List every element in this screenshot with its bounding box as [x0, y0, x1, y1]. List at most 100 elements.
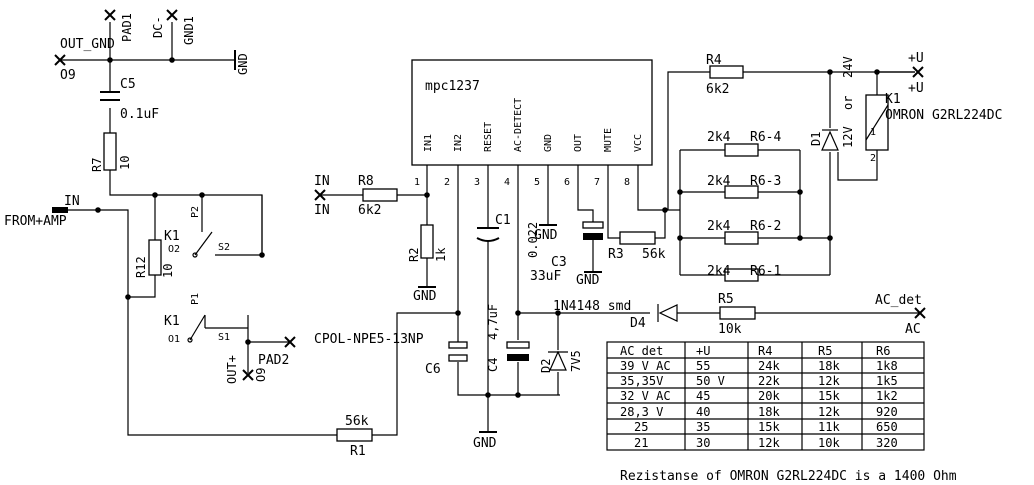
cross-marker-icon	[104, 9, 116, 21]
cross-marker-icon	[54, 54, 66, 66]
label-r6-1: R6-1	[750, 264, 781, 279]
junction-dot	[485, 392, 491, 398]
table-row-lines	[607, 357, 924, 435]
label-r1: R1	[350, 444, 366, 459]
ic-pin-name: AC-DETECT	[513, 98, 524, 152]
label-p1: P1	[190, 293, 201, 305]
label-r6-4: R6-4	[750, 130, 781, 145]
label-gnd-c3: GND	[576, 273, 600, 288]
label-r6-3: R6-3	[750, 174, 781, 189]
junctions	[95, 57, 880, 398]
cross-marker-icon	[166, 9, 178, 21]
label-dc-minus: DC-	[151, 16, 165, 38]
resistor-r2	[420, 224, 434, 259]
junction-dot	[169, 57, 175, 63]
resistor-value-table: AC_det +U R4 R5 R6 39 V AC 55 24k 18k 1k…	[606, 341, 925, 451]
table-cell: 24k	[758, 359, 780, 373]
table-cell: 10k	[818, 436, 840, 450]
label-c6: C6	[425, 362, 441, 377]
label-r8: R8	[358, 174, 374, 189]
label-relay-pin2: 2	[870, 153, 876, 164]
table-cell: 55	[696, 359, 710, 373]
label-r12: R12	[134, 256, 148, 278]
resistor-r6-2	[724, 231, 759, 245]
table-cell: 45	[696, 389, 710, 403]
junction-dot	[555, 310, 561, 316]
input-pad	[52, 207, 68, 213]
label-out-gnd: OUT_GND	[60, 37, 115, 52]
ic-pin-name: GND	[543, 134, 554, 152]
label-in-top: IN	[64, 194, 80, 209]
cross-marker-icon	[284, 336, 296, 348]
wire-pin8-vcc	[637, 165, 668, 211]
relay-coil-slash	[865, 104, 889, 141]
label-r6-1-value: 2k4	[707, 264, 731, 279]
label-s1: S1	[218, 332, 230, 343]
table-column-lines	[684, 342, 863, 450]
table-cell: 22k	[758, 374, 780, 388]
ic-pin-name: VCC	[633, 134, 644, 152]
table-cell: 1k8	[876, 359, 898, 373]
table-cell: 35	[696, 420, 710, 434]
table-cell: 30	[696, 436, 710, 450]
label-from-amp: FROM+AMP	[4, 214, 67, 229]
table-header: R6	[876, 344, 890, 358]
label-d1: D1	[809, 132, 823, 146]
table-cell: 1k2	[876, 389, 898, 403]
label-c3: C3	[551, 255, 567, 270]
connector-markers	[54, 9, 926, 381]
label-r7: R7	[90, 158, 104, 172]
junction-dot	[95, 207, 101, 213]
wire-r7-relay	[109, 170, 263, 255]
table-row: 39 V AC 55 24k 18k 1k8	[620, 359, 898, 373]
junction-dot	[797, 235, 803, 241]
capacitor-c4-bottom	[507, 354, 529, 361]
table-cell: 650	[876, 420, 898, 434]
ic-pin-number: 6	[564, 177, 570, 188]
junction-dot	[797, 189, 803, 195]
table-cell: 320	[876, 436, 898, 450]
capacitor-c5	[100, 91, 120, 101]
table-header: +U	[696, 344, 710, 358]
resistor-r6-4	[724, 143, 759, 157]
table-cell: 920	[876, 405, 898, 419]
cross-marker-icon	[914, 307, 926, 319]
junction-dot	[245, 339, 251, 345]
label-k1-b: K1	[164, 314, 180, 329]
label-c4: C4	[486, 358, 500, 372]
contact-o1	[187, 337, 193, 343]
resistor-r3	[619, 231, 656, 245]
table-cell: 11k	[818, 420, 840, 434]
table-cell: 18k	[758, 405, 780, 419]
ic-pin-name: MUTE	[603, 128, 614, 152]
label-o1: O1	[168, 334, 180, 345]
label-c1-value: 0.022	[526, 222, 540, 258]
table-cell: 12k	[818, 374, 840, 388]
junction-dot	[259, 252, 265, 258]
ic-pin-names: IN1 IN2 RESET AC-DETECT GND OUT MUTE VCC	[423, 98, 644, 152]
capacitor-c6-bottom	[448, 354, 468, 362]
label-plus-u-1: +U	[908, 51, 924, 66]
relay-contact-k1-s2	[194, 231, 213, 256]
ic-name: mpc1237	[425, 79, 480, 94]
label-in-mid: IN	[314, 174, 330, 189]
ic-pin-name: IN1	[423, 134, 434, 152]
table-header: R5	[818, 344, 832, 358]
junction-dot	[874, 69, 880, 75]
label-relay-pin1: 1	[870, 127, 876, 138]
label-r2: R2	[407, 248, 421, 262]
label-in-mid-2: IN	[314, 203, 330, 218]
label-or: or	[841, 96, 855, 110]
wire-r12-bottom	[128, 275, 156, 298]
label-gnd1: GND1	[182, 16, 196, 45]
label-pad2: PAD2	[258, 353, 289, 368]
label-c1: C1	[495, 213, 511, 228]
table-cell: 12k	[758, 436, 780, 450]
table-cell: 39 V AC	[620, 359, 671, 373]
wire-r3-node	[655, 210, 666, 239]
junction-dot	[677, 235, 683, 241]
ic-pin-name: OUT	[573, 134, 584, 152]
resistor-r6-1	[724, 268, 759, 282]
label-r5-value: 10k	[718, 322, 742, 337]
